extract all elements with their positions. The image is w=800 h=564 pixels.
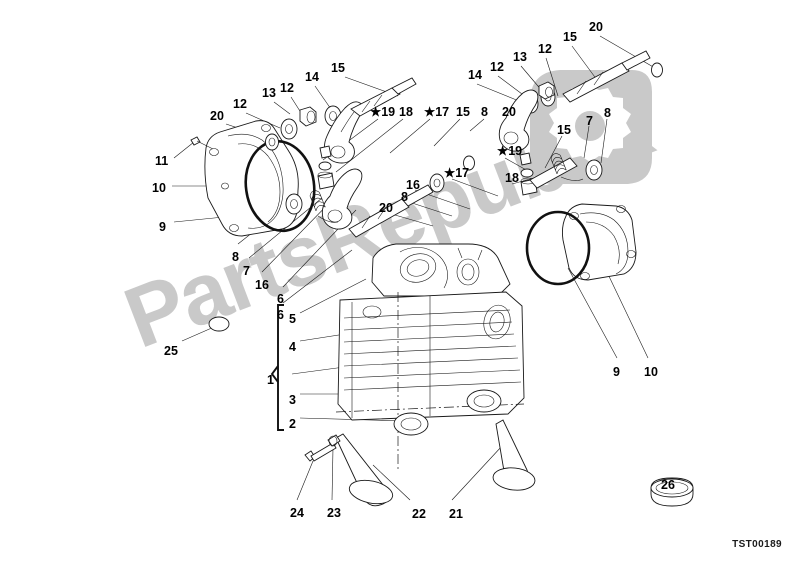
rocker-arm-left-lower <box>321 168 363 230</box>
cylinder-head-body <box>335 243 525 470</box>
callout-7: 7 <box>586 114 593 128</box>
callout-5: 5 <box>289 312 296 326</box>
callout-15: 15 <box>331 61 345 75</box>
camshaft-upper-left <box>350 77 417 117</box>
diagram-code: TST00189 <box>732 539 782 550</box>
rocker-arm-left <box>324 101 363 164</box>
valve-seats <box>393 389 502 436</box>
callout-8: 8 <box>481 105 488 119</box>
callout-15: 15 <box>557 123 571 137</box>
callout-star19: ★19 <box>370 105 396 119</box>
callout-14: 14 <box>468 68 482 82</box>
callout-star19: ★19 <box>497 144 523 158</box>
callout-14: 14 <box>305 70 319 84</box>
callout-1: 1 <box>267 373 274 387</box>
callout-6: 6 <box>277 308 284 322</box>
small-parts-mid-left <box>317 145 335 190</box>
callout-13: 13 <box>262 86 276 100</box>
callout-18: 18 <box>505 171 519 185</box>
callout-6: 6 <box>277 292 284 306</box>
callout-8: 8 <box>401 190 408 204</box>
callout-4: 4 <box>289 340 296 354</box>
camshaft-mid <box>348 155 475 238</box>
callout-8: 8 <box>604 106 611 120</box>
small-parts-left-cluster <box>265 105 342 151</box>
small-parts-mid-right <box>519 152 538 196</box>
callout-21: 21 <box>449 507 463 521</box>
valves <box>335 419 536 507</box>
callout-11: 11 <box>155 154 169 168</box>
callout-12: 12 <box>538 42 552 56</box>
callout-20: 20 <box>379 201 393 215</box>
callout-7: 7 <box>243 264 250 278</box>
callout-20: 20 <box>589 20 603 34</box>
callout-15: 15 <box>563 30 577 44</box>
callout-16: 16 <box>406 178 420 192</box>
callout-9: 9 <box>613 365 620 379</box>
leader-lines-lower <box>296 267 649 501</box>
callout-23: 23 <box>327 506 341 520</box>
callout-18: 18 <box>399 105 413 119</box>
rocker-arm-right <box>498 89 539 152</box>
callout-3: 3 <box>289 393 296 407</box>
camshaft-cover-right <box>525 203 637 286</box>
callout-15: 15 <box>456 105 470 119</box>
callout-12: 12 <box>280 81 294 95</box>
callout-20: 20 <box>502 105 516 119</box>
callout-13: 13 <box>513 50 527 64</box>
callout-star17: ★17 <box>424 105 450 119</box>
callout-star17: ★17 <box>444 166 470 180</box>
callout-12: 12 <box>233 97 247 111</box>
callout-20: 20 <box>210 109 224 123</box>
camshaft-cover-left <box>190 120 316 237</box>
callout-26: 26 <box>661 478 675 492</box>
callout-8: 8 <box>232 250 239 264</box>
callout-2: 2 <box>289 417 296 431</box>
callout-25: 25 <box>164 344 178 358</box>
callout-10: 10 <box>152 181 166 195</box>
callout-16: 16 <box>255 278 269 292</box>
callout-9: 9 <box>159 220 166 234</box>
valve-spring-left <box>285 190 339 223</box>
plug-25 <box>208 316 230 332</box>
callout-24: 24 <box>290 506 304 520</box>
callout-22: 22 <box>412 507 426 521</box>
fastener-group <box>304 434 341 462</box>
callout-12: 12 <box>490 60 504 74</box>
camshaft-lower-right <box>529 153 603 189</box>
camshaft-upper-right <box>562 50 651 103</box>
cap-26 <box>650 477 694 507</box>
callout-10: 10 <box>644 365 658 379</box>
part-group-bracket <box>270 304 284 431</box>
